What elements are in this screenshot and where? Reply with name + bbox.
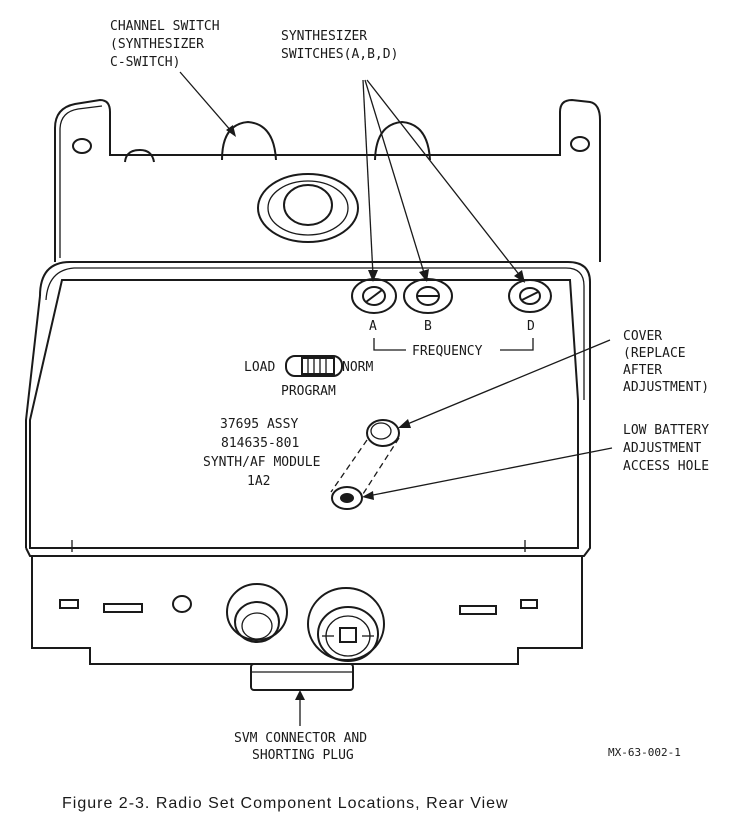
central-knob-ring — [257, 173, 359, 243]
low-battery-access-hole — [331, 486, 363, 510]
svm-connector — [307, 587, 385, 662]
synth-switch-b — [403, 278, 453, 314]
figure-caption: Figure 2-3. Radio Set Component Location… — [62, 795, 509, 812]
channel-switch-knob — [221, 120, 277, 161]
module-id-line: 37695 ASSY — [220, 417, 298, 432]
svm-connector-label: SHORTING PLUG — [252, 748, 354, 763]
drawing-number: MX-63-002-1 — [608, 746, 681, 759]
switch-d-label: D — [527, 319, 535, 334]
channel-switch-label: C-SWITCH) — [110, 55, 180, 70]
switch-b-label: B — [424, 319, 432, 334]
cover-label: AFTER — [623, 363, 662, 378]
slot — [520, 599, 538, 609]
switch-a-label: A — [369, 319, 377, 334]
program-label: PROGRAM — [281, 384, 336, 399]
front-face — [31, 556, 583, 665]
module-id-line: SYNTH/AF MODULE — [203, 455, 320, 470]
program-switch — [285, 355, 343, 377]
mount-hole-right — [570, 136, 590, 152]
cover-label: COVER — [623, 329, 662, 344]
slot — [103, 603, 143, 613]
shorting-plug — [226, 583, 288, 643]
program-norm-label: NORM — [342, 360, 373, 375]
cover-label: ADJUSTMENT) — [623, 380, 709, 395]
synth-switch-a — [351, 278, 397, 314]
central-knob — [283, 184, 333, 226]
synth-switches-label: SWITCHES(A,B,D) — [281, 47, 398, 62]
low-battery-label: ACCESS HOLE — [623, 459, 709, 474]
channel-switch-label: (SYNTHESIZER — [110, 37, 204, 52]
cover-label: (REPLACE — [623, 346, 686, 361]
svm-connector-label: SVM CONNECTOR AND — [234, 731, 367, 746]
program-load-label: LOAD — [244, 360, 275, 375]
leader-lines — [179, 71, 613, 726]
synth-switches-label: SYNTHESIZER — [281, 29, 367, 44]
main-box — [25, 261, 591, 665]
synth-knob-rear — [374, 120, 431, 161]
connector-clip — [250, 663, 354, 691]
access-hole-projection — [330, 437, 400, 495]
channel-switch-label: CHANNEL SWITCH — [110, 19, 220, 34]
mount-hole-left — [72, 138, 92, 154]
module-id-line: 814635-801 — [221, 436, 299, 451]
adjustment-cover — [366, 419, 400, 447]
slot — [459, 605, 497, 615]
module-panel — [29, 279, 579, 549]
synth-switch-d — [508, 279, 552, 313]
slot — [59, 599, 79, 609]
upper-housing — [54, 98, 601, 262]
low-battery-label: ADJUSTMENT — [623, 441, 701, 456]
low-battery-label: LOW BATTERY — [623, 423, 709, 438]
module-id-line: 1A2 — [247, 474, 270, 489]
front-hole — [172, 595, 192, 613]
frequency-label: FREQUENCY — [412, 344, 483, 359]
frequency-bracket — [373, 338, 534, 351]
